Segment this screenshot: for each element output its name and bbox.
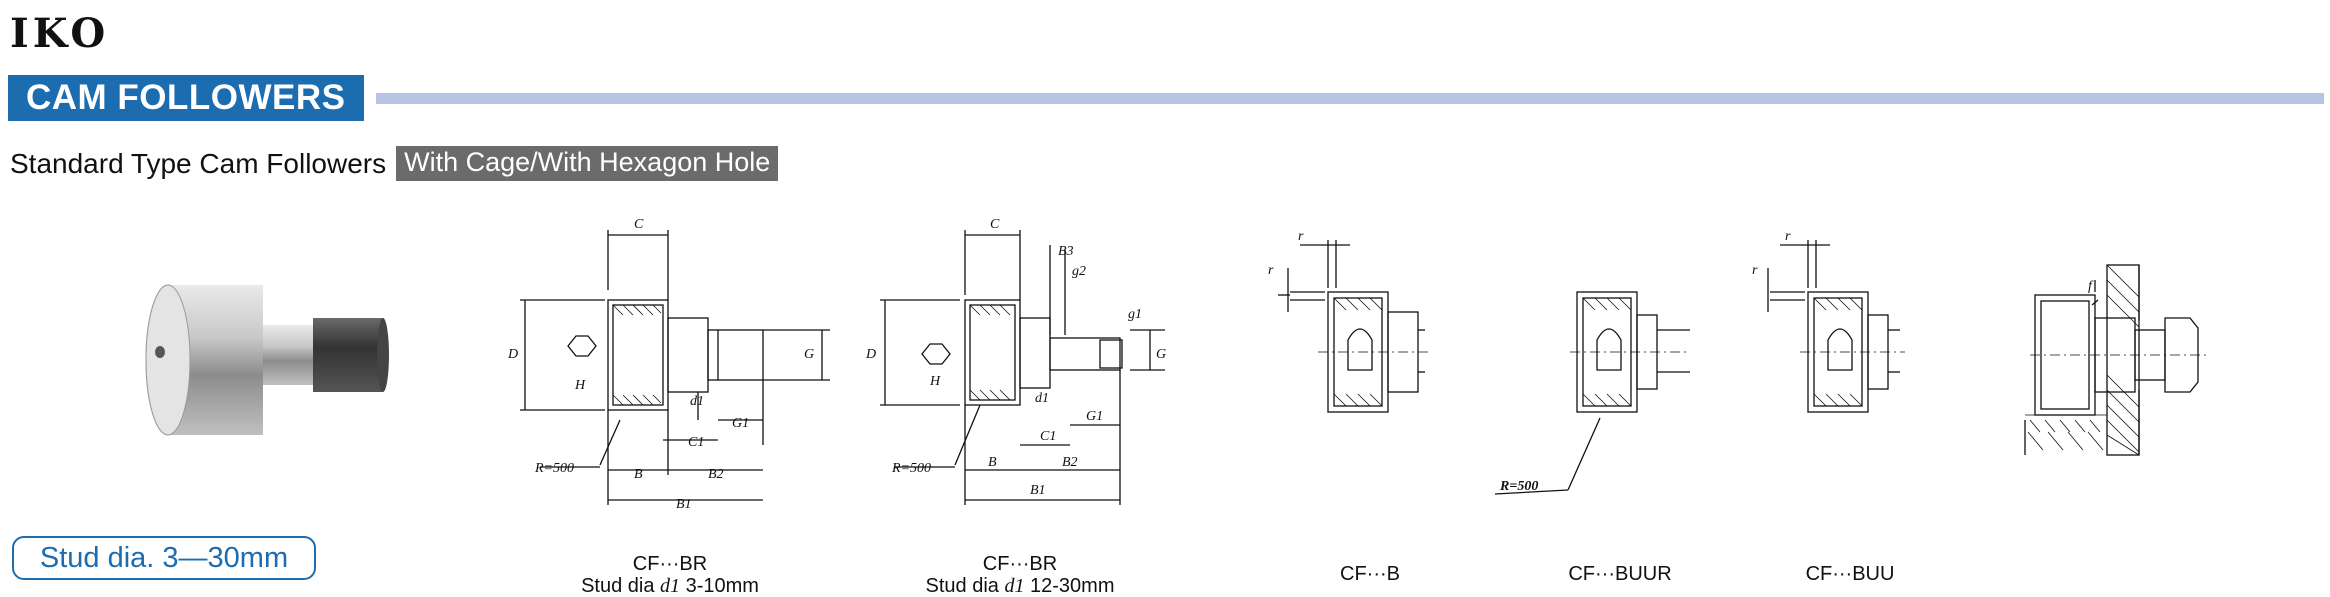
dim-r: R=500 [534, 461, 574, 476]
caption-diagram5: CF···BUU [1780, 563, 1920, 585]
dim-f: f [2088, 279, 2094, 294]
dim-b3: B3 [1058, 244, 1074, 259]
caption-diagram3: CF···B [1310, 563, 1430, 585]
dim-b2: B2 [1062, 455, 1078, 470]
product-subtitle: Standard Type Cam Followers With Cage/Wi… [10, 146, 779, 181]
dim-g1: G1 [1086, 409, 1103, 424]
dim-g1-small: g1 [1128, 307, 1142, 322]
dim-b2: B2 [708, 467, 724, 482]
dim-g: G [1156, 347, 1166, 362]
dim-r-left: r [1268, 263, 1274, 278]
caption-diagram2: CF···BR Stud dia d1 12-30mm [910, 553, 1130, 597]
model-label: CF···BR [632, 553, 708, 575]
dim-h: H [929, 374, 941, 389]
dim-c: C [990, 217, 1000, 232]
dim-g1: G1 [732, 416, 749, 431]
dim-r: R=500 [891, 461, 931, 476]
category-rule [375, 92, 2324, 104]
dim-d: D [507, 347, 518, 362]
caption-diagram4: CF···BUUR [1545, 563, 1695, 585]
dim-r-top: r [1298, 229, 1304, 244]
dim-d1: d1 [690, 394, 704, 409]
model-label: CF···BUUR [1568, 563, 1672, 585]
dim-c1: C1 [688, 435, 704, 450]
iko-logo: IKO [10, 10, 110, 57]
dim-d1: d1 [1035, 391, 1049, 406]
dim-g: G [804, 347, 814, 362]
dim-b: B [634, 467, 643, 482]
dim-b: B [988, 455, 997, 470]
dim-b1: B1 [1030, 483, 1046, 498]
subtitle-tag: With Cage/With Hexagon Hole [396, 146, 779, 181]
dim-g2: g2 [1072, 264, 1086, 279]
dim-r: R=500 [1499, 479, 1538, 494]
dim-c: C [634, 217, 644, 232]
subtitle-main: Standard Type Cam Followers [10, 147, 387, 179]
model-label: CF···B [1340, 563, 1400, 585]
dim-d: D [865, 347, 876, 362]
dim-c1: C1 [1040, 429, 1056, 444]
category-title: CAM FOLLOWERS [8, 75, 364, 121]
dim-r-top: r [1785, 229, 1791, 244]
category-header: CAM FOLLOWERS [8, 75, 2324, 121]
model-label: CF···BR [982, 553, 1058, 575]
dim-h: H [574, 378, 586, 393]
stud-range-badge: Stud dia. 3—30mm [12, 536, 316, 580]
dim-r-left: r [1752, 263, 1758, 278]
stud-dia-label: Stud dia d1 3-10mm [581, 575, 759, 597]
model-label: CF···BUU [1805, 563, 1895, 585]
stud-dia-label: Stud dia d1 12-30mm [925, 575, 1115, 597]
caption-diagram1: CF···BR Stud dia d1 3-10mm [570, 553, 770, 597]
dim-b1: B1 [676, 497, 692, 512]
